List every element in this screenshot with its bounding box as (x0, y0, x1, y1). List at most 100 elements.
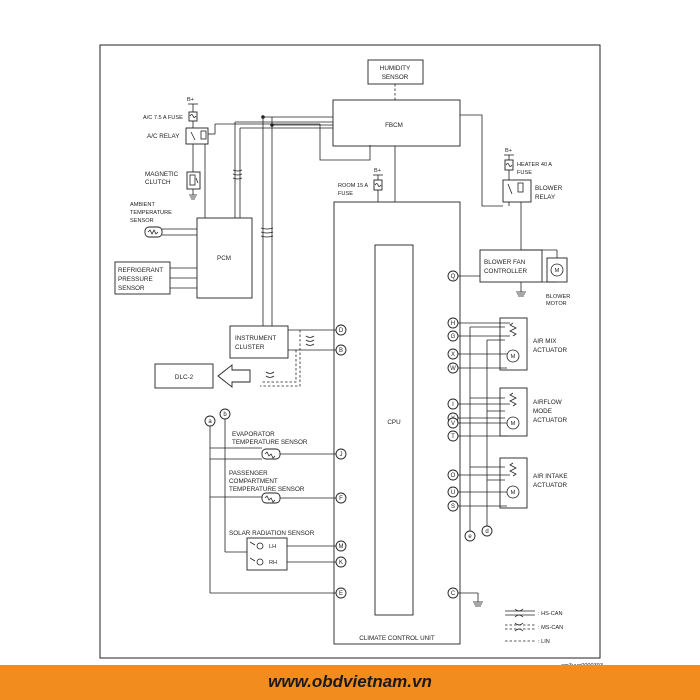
pin-w-label: W (450, 366, 456, 372)
instrument-cluster-box (229, 325, 289, 359)
airflow-mode-m: M (511, 421, 516, 427)
pin-v-label: V (451, 421, 455, 427)
climate-control-unit-label: CLIMATE CONTROL UNIT (359, 635, 435, 642)
pin-u-label: U (451, 490, 455, 496)
passenger-sensor-label-1: PASSENGER (229, 470, 268, 477)
pin-j-label: J (340, 452, 343, 458)
heater-fuse-label-1: HEATER 40 A (517, 162, 552, 168)
ref-b-label: b (223, 412, 227, 418)
airflow-mode-label-2: MODE (533, 408, 552, 415)
pin-k (335, 556, 347, 568)
evaporator-sensor-label-1: EVAPORATOR (232, 431, 275, 438)
refrigerant-sensor-label-1: REFRIGERANT (118, 267, 163, 274)
blower-relay-symbol (502, 179, 532, 203)
humidity-sensor-label-1: HUMIDITY (380, 65, 411, 72)
pin-b (335, 344, 347, 356)
passenger-sensor-label-2: COMPARTMENT (229, 478, 278, 485)
instrument-cluster-label-2: CLUSTER (235, 344, 265, 351)
ambient-sensor-label-1: AMBIENT (130, 202, 155, 208)
humidity-sensor-box (367, 59, 424, 85)
room-fuse-label-1: ROOM 15 A (338, 183, 368, 189)
magnetic-clutch-symbol (186, 171, 201, 190)
blower-motor-m: M (555, 268, 560, 274)
airflow-mode-label-3: ACTUATOR (533, 417, 568, 424)
air-intake-m: M (511, 490, 516, 496)
blower-fan-controller-label-2: CONTROLLER (484, 268, 527, 275)
blower-fan-controller-box (479, 249, 543, 283)
pin-q (447, 270, 459, 282)
pin-f (335, 492, 347, 504)
airflow-mode-actuator-box (499, 387, 528, 437)
refrigerant-sensor-label-3: SENSOR (118, 285, 145, 292)
refrigerant-sensor-label-2: PRESSURE (118, 276, 153, 283)
pin-q-label: Q (451, 274, 456, 280)
pin-h-label: H (451, 321, 455, 327)
fbcm-box (332, 99, 461, 147)
air-intake-actuator-box (499, 457, 528, 509)
air-mix-m: M (511, 354, 516, 360)
ref-e (464, 530, 476, 542)
heater-b-plus-label: B+ (505, 148, 512, 154)
pin-d-upper (335, 324, 347, 336)
blower-motor-label-1: BLOWER (546, 294, 570, 300)
ambient-sensor-label-2: TEMPERATURE (130, 210, 172, 216)
ref-d-label: d (485, 529, 488, 535)
dlc2-label: DLC-2 (175, 374, 194, 381)
pin-o-label: O (451, 473, 456, 479)
air-intake-label-1: AIR INTAKE (533, 473, 568, 480)
pin-j (335, 448, 347, 460)
airflow-mode-label-1: AIRFLOW (533, 399, 562, 406)
air-intake-label-2: ACTUATOR (533, 482, 568, 489)
ac-relay-symbol (185, 127, 209, 145)
pin-g-label: G (451, 334, 456, 340)
pin-k-label: K (339, 560, 343, 566)
humidity-sensor-label-2: SENSOR (382, 74, 409, 81)
dlc2-arrow (217, 364, 251, 388)
heater-fuse-label-2: FUSE (517, 170, 532, 176)
solar-sensor-label: SOLAR RADIATION SENSOR (229, 530, 315, 537)
pin-f-label: F (339, 496, 343, 502)
dlc2-box (154, 363, 214, 389)
blower-motor-label-2: MOTOR (546, 301, 567, 307)
passenger-sensor-label-3: TEMPERATURE SENSOR (229, 486, 305, 493)
pin-i-label: I (452, 402, 454, 408)
footer-website[interactable]: www.obdvietnam.vn (268, 672, 432, 691)
solar-rh-label: RH (269, 560, 277, 566)
footer-banner (0, 665, 700, 700)
pin-m-label: M (339, 544, 344, 550)
refrigerant-sensor-box (114, 261, 171, 295)
pin-d-upper-label: D (339, 328, 344, 334)
pin-b-label: B (339, 348, 343, 354)
blower-relay-label-2: RELAY (535, 194, 556, 201)
pin-t-label: T (451, 434, 455, 440)
pin-c-label: C (451, 591, 456, 597)
ac-b-plus-label: B+ (187, 97, 194, 103)
air-mix-label-1: AIR MIX (533, 338, 557, 345)
solar-sensor-box (246, 537, 288, 571)
pcm-label: PCM (217, 255, 231, 262)
ac-fuse-label: A/C 7.5 A FUSE (143, 115, 183, 121)
instrument-cluster-label-1: INSTRUMENT (235, 335, 276, 342)
ambient-sensor-symbol (144, 226, 163, 238)
ref-a-label: a (208, 419, 212, 425)
magnetic-clutch-label-2: CLUTCH (145, 179, 171, 186)
diagram-frame (99, 44, 601, 659)
ac-relay-label: A/C RELAY (147, 133, 180, 140)
room-b-plus-label: B+ (374, 168, 381, 174)
pin-s-label: S (451, 504, 455, 510)
pin-e-label: E (339, 591, 343, 597)
blower-fan-controller-label-1: BLOWER FAN (484, 259, 526, 266)
evaporator-sensor-label-2: TEMPERATURE SENSOR (232, 439, 308, 446)
pcm-box (196, 217, 253, 299)
room-fuse-label-2: FUSE (338, 191, 353, 197)
ref-d (481, 525, 493, 537)
pin-m (335, 540, 347, 552)
pin-e (335, 587, 347, 599)
legend-lin: : LIN (538, 639, 550, 645)
blower-relay-label-1: BLOWER (535, 185, 563, 192)
ref-e-label: e (468, 534, 472, 540)
legend-ms-can: : MS-CAN (538, 625, 563, 631)
ambient-sensor-label-3: SENSOR (130, 218, 154, 224)
cpu-label: CPU (387, 419, 401, 426)
